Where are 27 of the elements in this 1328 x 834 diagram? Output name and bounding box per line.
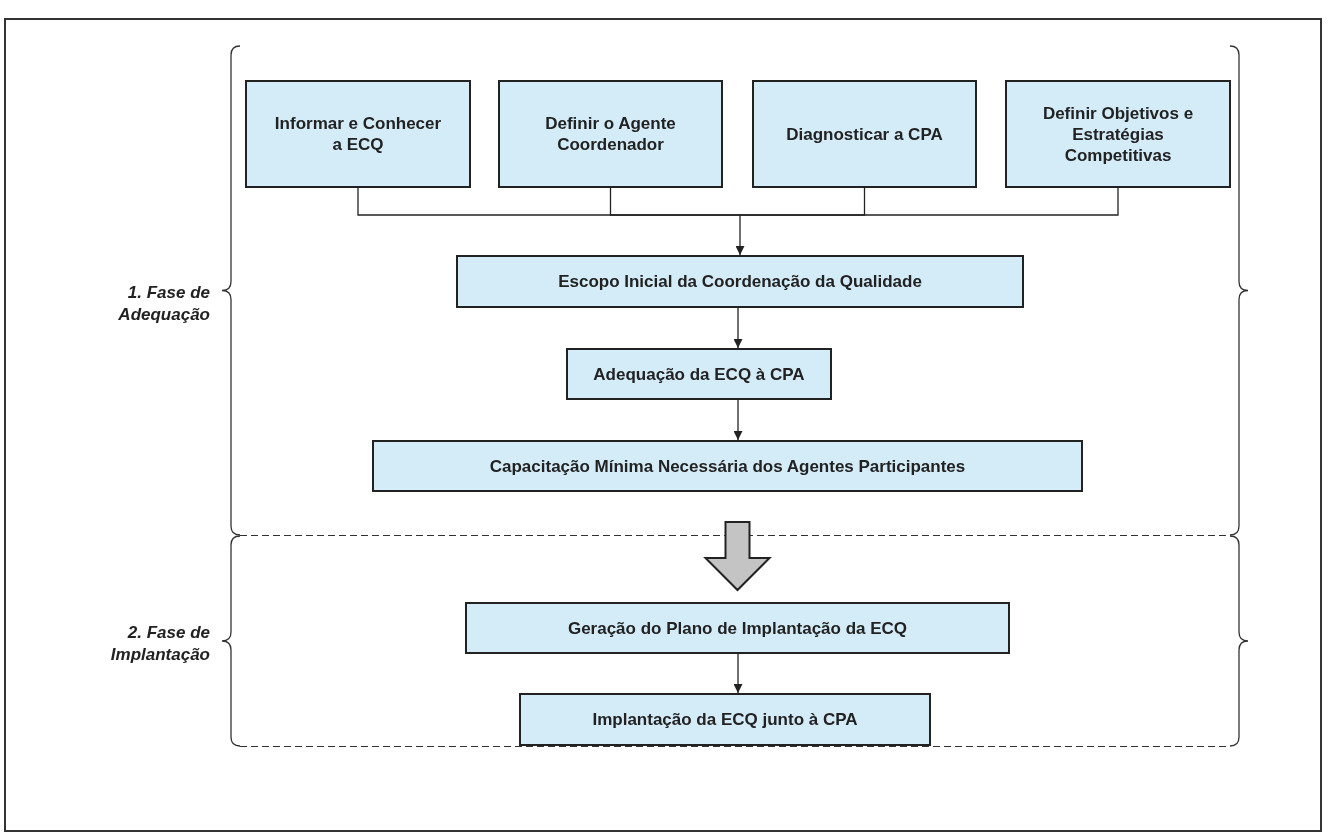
arrow [733,307,743,349]
box-text: Informar e Conhecer a ECQ [273,113,443,155]
process-box [456,255,1024,308]
process-box [465,602,1010,654]
process-box [519,693,931,746]
arrow [733,399,743,441]
box-text: Escopo Inicial da Coordenação da Qualidade [558,271,922,292]
box-text: Definir Objetivos e Estratégias Competitivas [1041,102,1195,166]
process-box [498,80,723,188]
process-box [372,440,1083,492]
connector-line [609,187,741,216]
arrow [735,214,745,256]
process-box [752,80,977,188]
process-box [245,80,471,188]
phase-label: 1. Fase de Adequação [117,282,210,326]
process-box [1005,80,1231,188]
box-text: Diagnosticar a CPA [786,123,943,145]
connector-line [739,187,1119,216]
block-arrow [703,521,772,592]
phase-label: 2. Fase de Implantação [109,622,210,666]
box-text: Implantação da ECQ junto à CPA [592,709,858,730]
process-box [566,348,832,400]
arrow [733,653,743,694]
box-text: Definir o Agente Coordenador [544,113,677,155]
box-text: Adequação da ECQ à CPA [593,363,805,385]
box-text: Capacitação Mínima Necessária dos Agentes Participantes [489,455,966,477]
box-text: Geração do Plano de Implantação da ECQ [567,617,908,639]
